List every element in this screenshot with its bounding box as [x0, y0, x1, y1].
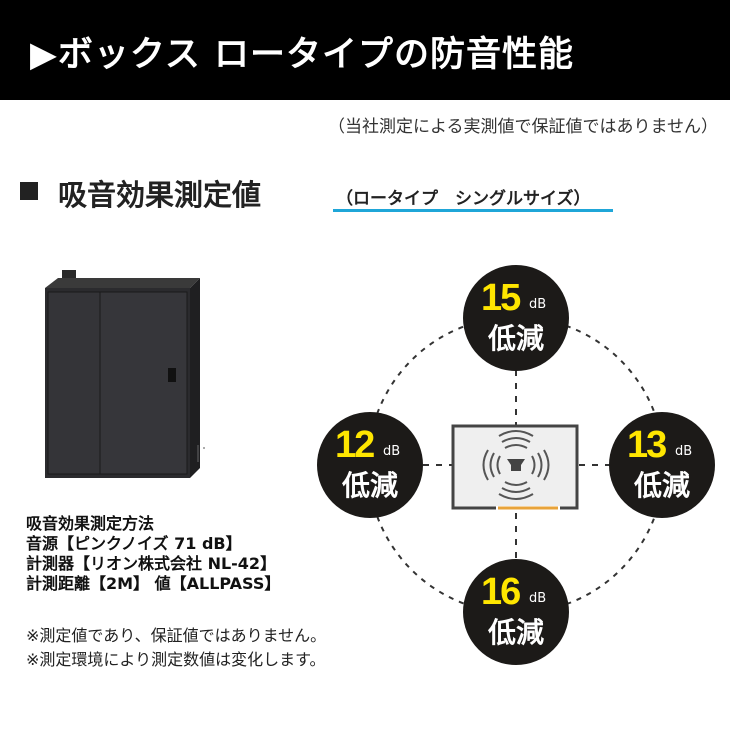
badge-right: 13 dB 低減: [609, 412, 715, 518]
badge-label: 低減: [487, 322, 544, 355]
note: ※測定値であり、保証値ではありません。: [26, 626, 327, 645]
badge-value: 15: [481, 277, 521, 319]
note: ※測定環境により測定数値は変化します。: [26, 650, 326, 669]
methods-title: 吸音効果測定方法: [26, 514, 155, 533]
badge-unit: dB: [529, 591, 547, 606]
badge-label: 低減: [487, 616, 544, 649]
notes: ※測定値であり、保証値ではありません。 ※測定環境により測定数値は変化します。: [26, 624, 326, 672]
badge-value: 12: [335, 424, 375, 466]
subtitle-underline: [333, 209, 613, 212]
badge-unit: dB: [383, 444, 401, 459]
speaker-icon: [482, 430, 550, 500]
section-title: 吸音効果測定値: [58, 178, 262, 212]
square-bullet-icon: [20, 182, 38, 200]
header-banner: ▶ボックス ロータイプの防音性能: [0, 0, 730, 100]
measurement-methods: 吸音効果測定方法 音源【ピンクノイズ 71 dB】 計測器【リオン株式会社 NL…: [26, 514, 280, 594]
badge-value: 13: [627, 424, 667, 466]
badge-label: 低減: [341, 469, 398, 502]
badge-unit: dB: [675, 444, 693, 459]
badge-bottom: 16 dB 低減: [463, 559, 569, 665]
disclaimer: （当社測定による実測値で保証値ではありません）: [328, 117, 718, 137]
method-distance: 計測距離【2M】 値【ALLPASS】: [26, 574, 281, 593]
badge-value: 16: [481, 571, 521, 613]
badge-top: 15 dB 低減: [463, 265, 569, 371]
badge-unit: dB: [529, 297, 547, 312]
section-subtitle: （ロータイプ シングルサイズ）: [336, 189, 591, 209]
badge-left: 12 dB 低減: [317, 412, 423, 518]
badge-label: 低減: [633, 469, 690, 502]
page-title: ▶ボックス ロータイプの防音性能: [30, 35, 575, 75]
method-source: 音源【ピンクノイズ 71 dB】: [26, 534, 242, 553]
method-device: 計測器【リオン株式会社 NL-42】: [26, 554, 277, 573]
soundproof-booth-image: [45, 270, 205, 478]
